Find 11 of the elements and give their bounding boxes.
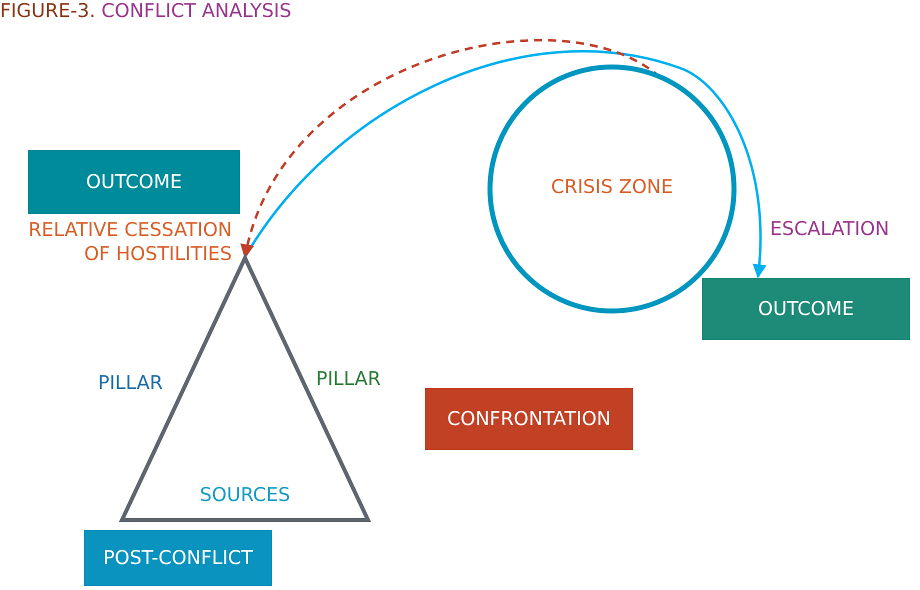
circle-label: CRISIS ZONE — [550, 176, 674, 198]
label-box: OUTCOME — [28, 150, 240, 214]
label-box: POST-CONFLICT — [84, 530, 272, 586]
apex-label: RELATIVE CESSATION OF HOSTILITIES — [27, 218, 232, 266]
side-label: PILLAR — [98, 372, 163, 394]
side-label: PILLAR — [316, 368, 381, 390]
arrow — [244, 50, 766, 278]
label-box: OUTCOME — [702, 278, 910, 340]
label-box: CONFRONTATION — [425, 388, 633, 450]
figure-title: FIGURE-3. CONFLICT ANALYSIS — [0, 0, 292, 22]
base-label: SOURCES — [198, 484, 292, 506]
